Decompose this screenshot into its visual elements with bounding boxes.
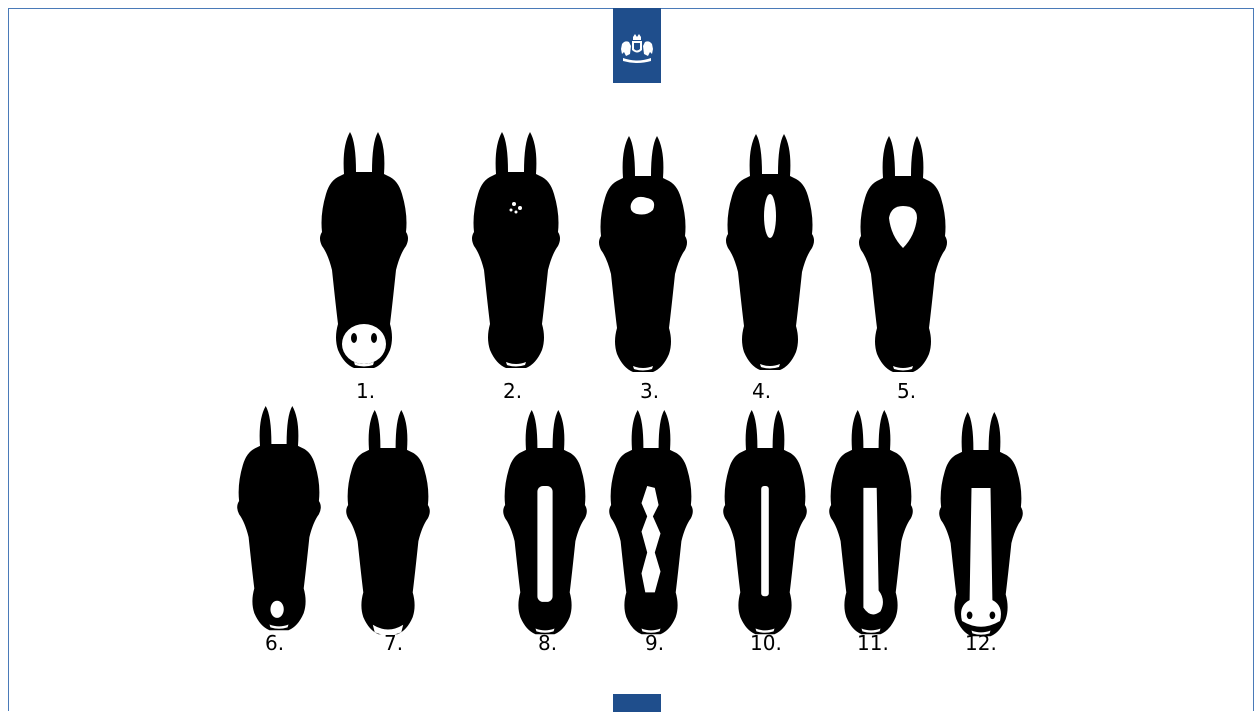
horse-head-12 bbox=[939, 412, 1023, 636]
head-silhouette bbox=[859, 136, 947, 372]
marking-narrow-star bbox=[764, 194, 776, 238]
horse-head-11 bbox=[829, 410, 913, 634]
head-silhouette bbox=[237, 406, 321, 630]
marking-snip bbox=[270, 601, 283, 618]
head-label-3: 3. bbox=[640, 381, 659, 401]
head-label-10: 10. bbox=[750, 633, 782, 653]
head-silhouette bbox=[472, 132, 560, 368]
head-label-4: 4. bbox=[752, 381, 771, 401]
horse-head-4 bbox=[726, 134, 814, 370]
head-label-6: 6. bbox=[265, 633, 284, 653]
head-label-1: 1. bbox=[356, 381, 375, 401]
marking-star bbox=[631, 197, 655, 215]
head-label-11: 11. bbox=[857, 633, 889, 653]
head-label-2: 2. bbox=[503, 381, 522, 401]
horse-head-3 bbox=[599, 136, 687, 372]
horse-head-2 bbox=[472, 132, 560, 368]
head-label-12: 12. bbox=[965, 633, 997, 653]
head-label-5: 5. bbox=[897, 381, 916, 401]
horse-head-10 bbox=[723, 410, 807, 634]
horse-head-9 bbox=[609, 410, 693, 634]
horse-head-6 bbox=[237, 406, 321, 630]
horse-head-7 bbox=[346, 410, 430, 635]
marking-white-muzzle bbox=[342, 324, 386, 364]
horse-head-1 bbox=[320, 132, 408, 368]
head-label-7: 7. bbox=[384, 633, 403, 653]
head-label-8: 8. bbox=[538, 633, 557, 653]
horse-head-5 bbox=[859, 136, 947, 372]
head-silhouette bbox=[346, 410, 430, 634]
head-silhouette bbox=[726, 134, 814, 370]
marking-stripe bbox=[537, 486, 552, 602]
head-label-9: 9. bbox=[645, 633, 664, 653]
marking-narrow-stripe bbox=[761, 486, 769, 596]
marking-irregular-blaze bbox=[642, 486, 661, 592]
horse-head-8 bbox=[503, 410, 587, 634]
head-silhouette bbox=[599, 136, 687, 372]
